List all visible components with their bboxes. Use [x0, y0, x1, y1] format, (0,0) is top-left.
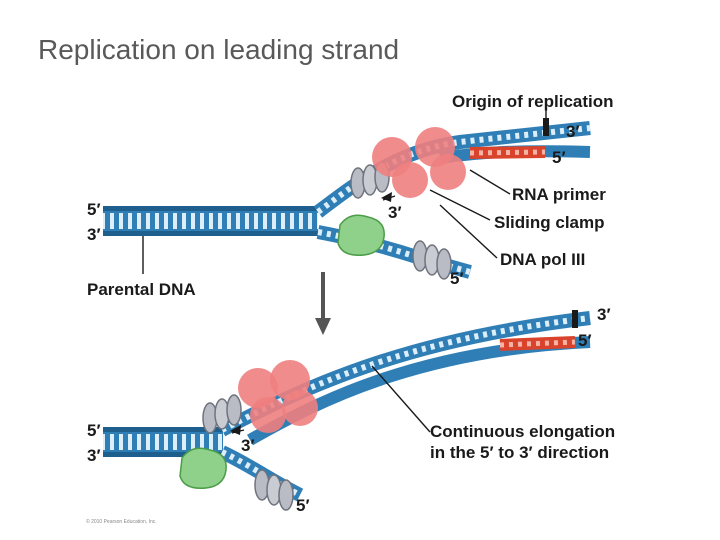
parental-dna-bottom	[103, 427, 223, 457]
green-protein-top	[337, 214, 385, 256]
label-continuous-line2: in the 5′ to 3′ direction	[430, 443, 609, 462]
arrow-head-bottom	[230, 425, 241, 435]
end-label: 3′	[241, 436, 255, 455]
end-label: 5′	[296, 496, 310, 515]
green-protein-bottom	[179, 447, 227, 489]
down-arrow	[315, 272, 331, 335]
end-label: 5′	[552, 148, 566, 167]
label-sliding-clamp: Sliding clamp	[494, 213, 605, 232]
parental-dna-top	[103, 206, 318, 236]
label-dna-pol: DNA pol III	[500, 250, 585, 269]
end-label: 3′	[597, 305, 611, 324]
sliding-clamp-bottom	[202, 394, 294, 511]
slide-title: Replication on leading strand	[38, 34, 400, 65]
dna-pol-iii-top	[372, 127, 466, 198]
end-label: 5′	[87, 200, 101, 219]
end-label: 3′	[566, 122, 580, 141]
arrow-head-top	[381, 192, 392, 202]
label-origin: Origin of replication	[452, 92, 614, 111]
label-rna-primer: RNA primer	[512, 185, 606, 204]
copyright: © 2010 Pearson Education, Inc.	[86, 518, 157, 525]
end-label: 5′	[450, 269, 464, 288]
dna-pol-iii-bottom	[238, 360, 318, 433]
end-label: 3′	[388, 203, 402, 222]
label-continuous-line1: Continuous elongation	[430, 422, 615, 441]
end-label: 5′	[578, 331, 592, 350]
label-parental-dna: Parental DNA	[87, 280, 196, 299]
end-label: 3′	[87, 225, 101, 244]
end-label: 5′	[87, 421, 101, 440]
end-label: 3′	[87, 446, 101, 465]
